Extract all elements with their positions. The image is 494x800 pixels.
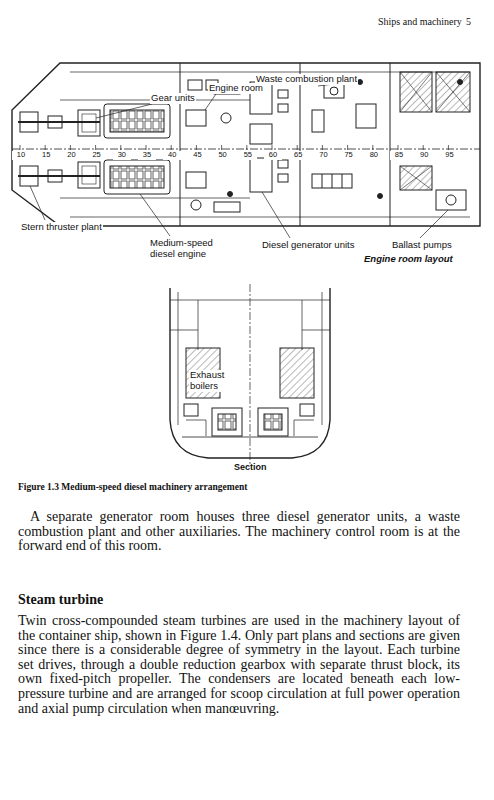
centreline — [12, 149, 480, 150]
waste-combustion-unit — [324, 84, 344, 98]
frame-number: 80 — [365, 151, 383, 160]
view-title: Section — [234, 462, 267, 472]
frame-number: 15 — [37, 151, 55, 160]
part-label: Waste combustion plant — [255, 74, 358, 85]
part-label: Diesel generator units — [262, 240, 354, 251]
section-heading: Steam turbine — [18, 592, 103, 608]
frame-tick — [448, 145, 449, 150]
ballast-pump — [436, 190, 466, 210]
page-number: 5 — [466, 16, 471, 28]
part-label: Gear units — [150, 93, 196, 104]
engine-section — [212, 408, 242, 436]
frame-tick — [45, 145, 46, 150]
plan-view — [12, 63, 480, 238]
frame-tick — [322, 145, 323, 150]
frame-tick — [196, 145, 197, 150]
frame-tick — [120, 145, 121, 150]
part-label: Engine room — [208, 83, 264, 94]
frame-tick — [398, 145, 399, 150]
leader-lines — [30, 84, 448, 238]
frame-tick — [372, 145, 373, 150]
frame-number: 95 — [440, 151, 458, 160]
frame-tick — [272, 145, 273, 150]
frame-number: 25 — [88, 151, 106, 160]
frame-tick — [297, 145, 298, 150]
frame-number: 35 — [138, 151, 156, 160]
part-label: Medium-speed diesel engine — [150, 238, 230, 260]
frame-number: 10 — [12, 151, 30, 160]
body-paragraph: Twin cross-compounded steam turbines are… — [18, 614, 460, 716]
section-view — [170, 284, 330, 466]
frame-number: 85 — [390, 151, 408, 160]
frame-tick — [146, 145, 147, 150]
frame-tick — [246, 145, 247, 150]
diesel-engine — [104, 104, 170, 138]
frame-tick — [423, 145, 424, 150]
auxiliary-row — [312, 174, 352, 188]
frame-tick — [171, 145, 172, 150]
frame-tick — [95, 145, 96, 150]
frame-number: 30 — [113, 151, 131, 160]
part-label: Ballast pumps — [392, 240, 452, 251]
part-label: Exhaust boilers — [189, 370, 239, 392]
frame-number: 65 — [289, 151, 307, 160]
frame-number: 45 — [188, 151, 206, 160]
frame-number: 50 — [214, 151, 232, 160]
figure-caption: Figure 1.3 Medium-speed diesel machinery… — [18, 482, 247, 493]
frame-number: 40 — [163, 151, 181, 160]
frame-tick — [347, 145, 348, 150]
frame-number: 70 — [314, 151, 332, 160]
frame-tick — [221, 145, 222, 150]
frame-number: 20 — [62, 151, 80, 160]
part-label: Stern thruster plant — [20, 222, 103, 233]
stern-thruster — [20, 112, 38, 132]
body-paragraph: A separate generator room houses three d… — [18, 510, 460, 554]
gear-unit — [78, 110, 100, 136]
hull-outline — [12, 63, 480, 226]
frame-number: 75 — [340, 151, 358, 160]
figure-part-title: Engine room layout — [364, 254, 453, 265]
frame-tick — [70, 145, 71, 150]
running-head: Ships and machinery — [378, 16, 462, 28]
propeller-shaft — [18, 122, 100, 176]
frame-number: 60 — [264, 151, 282, 160]
frame-number: 55 — [239, 151, 257, 160]
frame-tick — [20, 145, 21, 150]
frame-number: 90 — [415, 151, 433, 160]
